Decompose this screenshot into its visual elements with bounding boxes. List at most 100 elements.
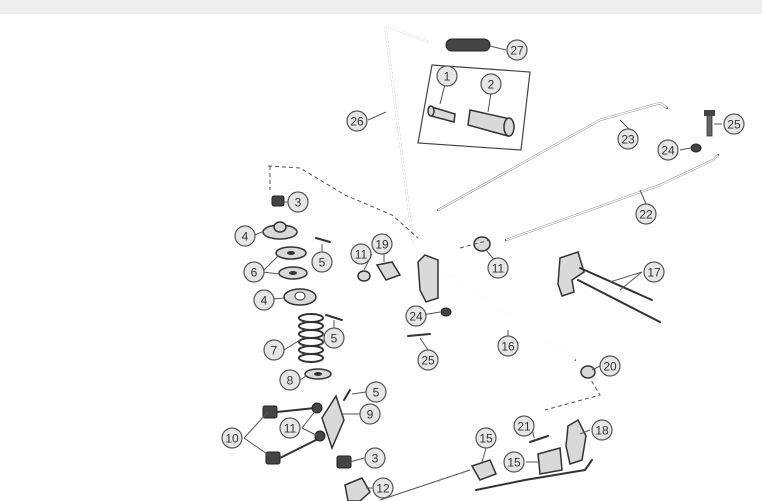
part-cup-lower-boss <box>294 291 306 301</box>
callout-16: 16 <box>497 335 519 357</box>
callout-circle <box>263 339 285 361</box>
dash-leader-lower <box>544 374 601 411</box>
callout-label: 24 <box>661 144 675 158</box>
leader-bottom-rod <box>379 469 471 501</box>
callout-11: 11 <box>279 417 301 439</box>
part-fork <box>557 251 661 323</box>
callout-11: 11 <box>487 257 509 279</box>
callout-circle <box>359 403 381 425</box>
part-block <box>375 261 402 281</box>
callout-group: 2712262325242234561119114175247251682059… <box>221 39 745 499</box>
callout-15: 15 <box>503 451 525 473</box>
callout-18: 18 <box>591 419 613 441</box>
callout-label: 7 <box>271 344 278 358</box>
part-spring <box>298 313 324 363</box>
part-selector-rod-lower <box>505 154 719 241</box>
callout-circle <box>365 381 387 403</box>
part-gear-lever <box>384 25 429 243</box>
part-selector-shaft-inner <box>429 260 576 362</box>
part-washer-b-hole <box>289 271 297 275</box>
callout-circle <box>350 243 372 265</box>
part-knob <box>467 109 515 137</box>
callout-circle <box>480 73 502 95</box>
callout-label: 23 <box>621 133 635 147</box>
part-lever-18 <box>565 418 587 465</box>
callout-circle <box>657 139 679 161</box>
part-nut-left <box>357 270 371 282</box>
callout-22: 22 <box>635 203 657 225</box>
callout-circle <box>617 128 639 150</box>
callout-label: 24 <box>409 310 423 324</box>
part-pin-a <box>315 237 331 243</box>
callout-label: 25 <box>727 118 741 132</box>
callout-circle <box>323 327 345 349</box>
callout-label: 5 <box>331 332 338 346</box>
callout-label: 5 <box>319 256 326 270</box>
part-bracket-bottom <box>344 477 371 501</box>
callout-label: 8 <box>287 374 294 388</box>
callout-25: 25 <box>417 349 439 371</box>
callout-circle <box>279 369 301 391</box>
callout-label: 27 <box>510 44 524 58</box>
leader-lines <box>243 45 722 489</box>
callout-4: 4 <box>253 289 275 311</box>
part-clip-right <box>537 447 563 475</box>
callout-circle <box>513 415 535 437</box>
inset-box <box>417 64 531 151</box>
callout-label: 11 <box>355 248 368 262</box>
top-bar <box>0 0 762 14</box>
callout-19: 19 <box>371 233 393 255</box>
callout-circle <box>311 251 333 273</box>
part-washer-base-hole <box>314 372 322 376</box>
part-selector-rod-upper-inner <box>437 102 668 211</box>
callout-label: 4 <box>242 230 249 244</box>
callout-17: 17 <box>643 261 665 283</box>
part-bolt-top <box>704 110 715 137</box>
part-pin-c <box>343 389 351 401</box>
callout-4: 4 <box>234 225 256 247</box>
callout-10: 10 <box>221 427 243 449</box>
part-washer-top <box>690 143 702 153</box>
callout-label: 11 <box>284 422 297 436</box>
callout-circle <box>279 417 301 439</box>
callout-label: 9 <box>367 408 374 422</box>
part-grip <box>445 38 491 52</box>
callout-circle <box>599 355 621 377</box>
callout-11: 11 <box>350 243 372 265</box>
callout-label: 4 <box>261 294 268 308</box>
part-bolt-long-upper <box>262 405 316 419</box>
callout-15: 15 <box>475 427 497 449</box>
callout-circle <box>487 257 509 279</box>
callout-7: 7 <box>263 339 285 361</box>
callout-label: 2 <box>488 78 495 92</box>
callout-24: 24 <box>405 305 427 327</box>
callout-26: 26 <box>346 110 368 132</box>
part-pin-b <box>325 314 343 321</box>
callout-label: 15 <box>507 456 521 470</box>
callout-27: 27 <box>506 39 528 61</box>
callout-circle <box>364 447 386 469</box>
callout-circle <box>234 225 256 247</box>
callout-1: 1 <box>436 65 458 87</box>
callout-23: 23 <box>617 128 639 150</box>
dash-leader-left <box>267 165 419 239</box>
callout-24: 24 <box>657 139 679 161</box>
part-washer-mid <box>440 307 452 317</box>
callout-3: 3 <box>364 447 386 469</box>
callout-circle <box>405 305 427 327</box>
callout-label: 11 <box>492 262 505 276</box>
callout-label: 22 <box>639 208 653 222</box>
callout-5: 5 <box>365 381 387 403</box>
callout-label: 10 <box>225 432 239 446</box>
part-clip-left <box>470 459 497 481</box>
callout-label: 18 <box>595 424 609 438</box>
callout-label: 16 <box>501 340 515 354</box>
callout-circle <box>371 233 393 255</box>
part-nut-top <box>271 195 285 207</box>
callout-circle <box>253 289 275 311</box>
part-nut-plate-b <box>314 430 326 442</box>
callout-label: 6 <box>251 266 258 280</box>
part-knob-insert <box>427 105 456 123</box>
callout-6: 6 <box>243 261 265 283</box>
